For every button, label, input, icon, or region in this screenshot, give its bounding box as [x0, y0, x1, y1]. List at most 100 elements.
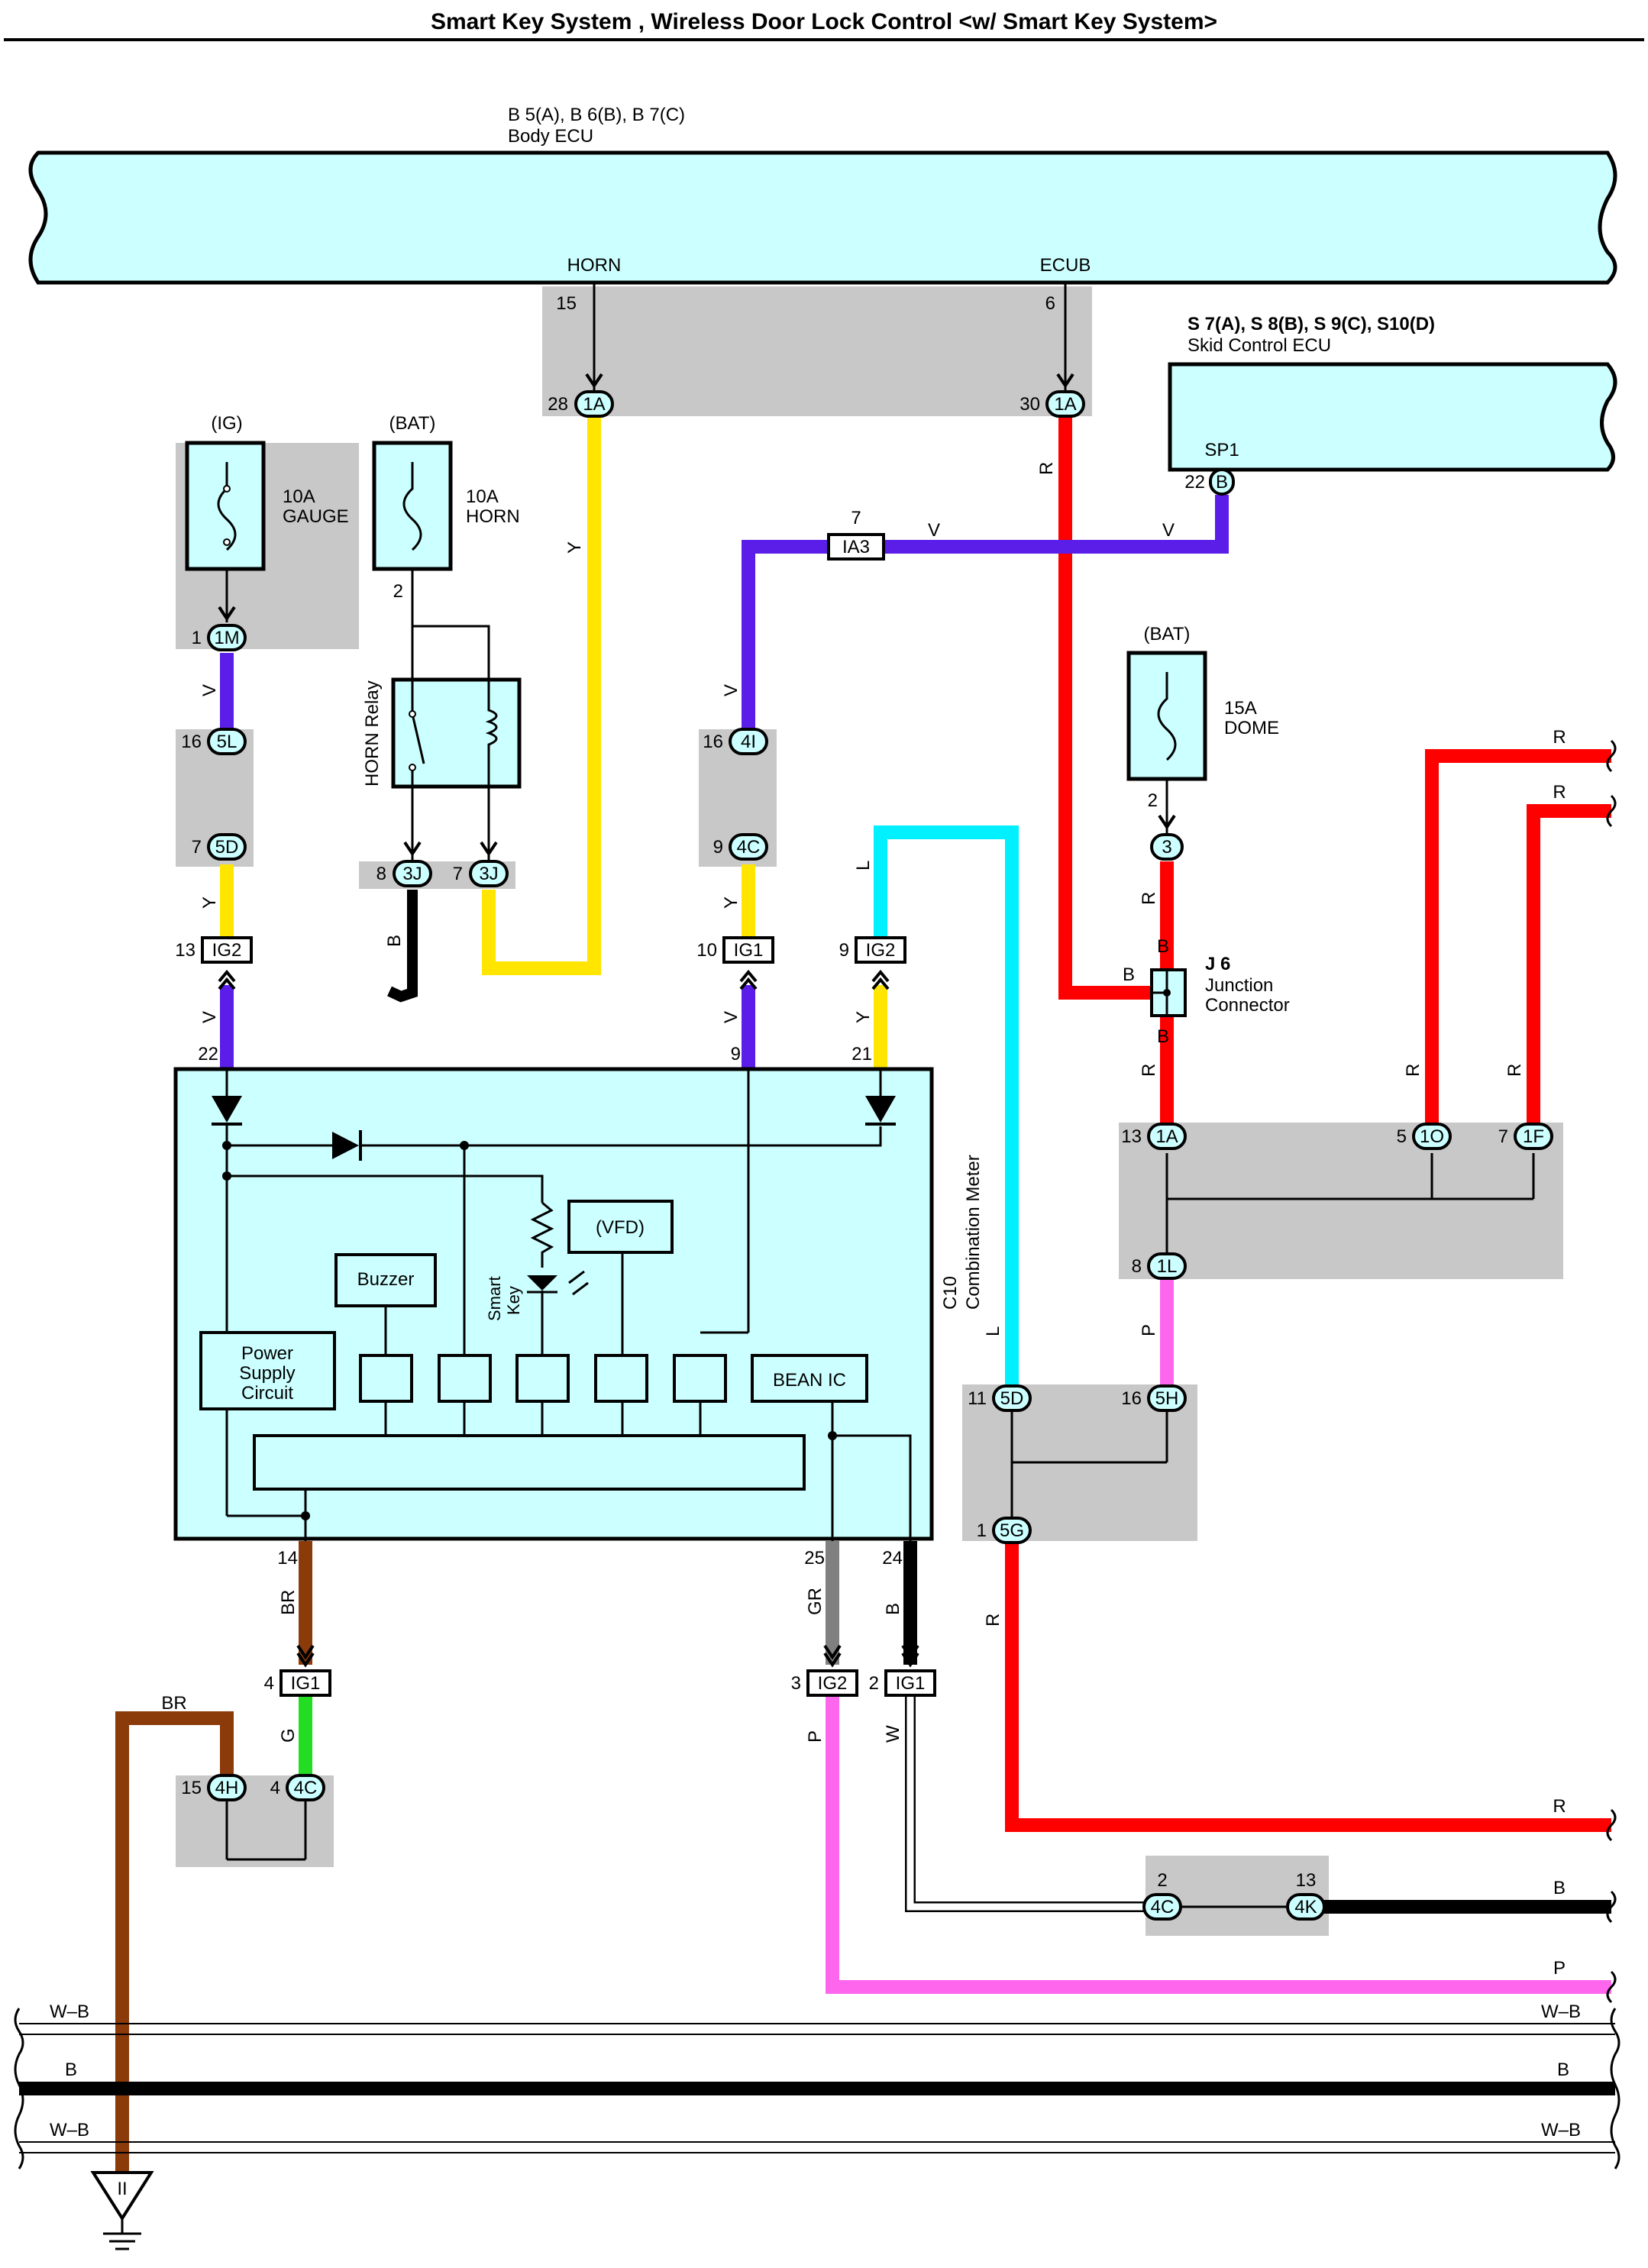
- wl-l-meter: L: [983, 1326, 1003, 1336]
- lbl-5D: 5D: [215, 837, 239, 858]
- pin-15: 15: [556, 293, 577, 314]
- pin-9-ig2: 9: [839, 940, 849, 961]
- lbl-1F: 1F: [1523, 1126, 1544, 1147]
- pin-10-ig1: 10: [696, 940, 717, 961]
- body-ecu-name: Body ECU: [508, 126, 593, 147]
- lbl-1M: 1M: [214, 628, 239, 648]
- lbl-1O: 1O: [1420, 1126, 1444, 1147]
- wire-w-outline: [905, 1695, 1165, 1912]
- lbl-3J-b: 3J: [479, 864, 498, 884]
- wl-y-5d: Y: [199, 897, 220, 909]
- wl-p-ig2: P: [805, 1730, 826, 1743]
- wl-b-24: B: [883, 1603, 903, 1615]
- wl-b-3j: B: [384, 935, 405, 947]
- pin-ecub-label: ECUB: [1040, 255, 1091, 276]
- lbl-IG1-a: IG1: [734, 940, 764, 961]
- inline-IG2-b: [855, 936, 906, 964]
- terminal-5D-b: [992, 1384, 1032, 1412]
- pin-8-3j: 8: [376, 864, 386, 884]
- wl-r-out3: R: [1553, 1796, 1566, 1817]
- wl-r-dome: R: [1139, 892, 1159, 905]
- pin-3-ig2: 3: [791, 1673, 801, 1694]
- pin-sp1-label: SP1: [1204, 440, 1239, 460]
- pill-connectors: [207, 390, 1553, 1921]
- inline-IG1-a: [722, 936, 774, 964]
- junction-pin-b-top: B: [1157, 936, 1169, 957]
- wl-r-j6: R: [1139, 1064, 1159, 1077]
- wl-p-1l: P: [1139, 1324, 1159, 1336]
- fuse-gauge-supply: (IG): [211, 413, 242, 434]
- lbl-5G: 5G: [1000, 1520, 1024, 1541]
- body-ecu-code: B 5(A), B 6(B), B 7(C): [508, 105, 685, 125]
- lbl-IG1-b: IG1: [291, 1673, 321, 1694]
- terminal-1A-horn: [574, 390, 614, 418]
- psu-label-2: Supply: [239, 1363, 295, 1384]
- lbl-IG2-a: IG2: [212, 940, 242, 961]
- pin-4-4c: 4: [270, 1778, 280, 1798]
- terminal-5L: [207, 728, 247, 755]
- wl-g-4c: G: [278, 1728, 299, 1743]
- pin-28: 28: [548, 394, 568, 415]
- junction-pin-b-left: B: [1123, 964, 1135, 985]
- pin-24-meter: 24: [882, 1548, 903, 1569]
- pin-2-horn: 2: [393, 581, 403, 602]
- pin-13-4k: 13: [1296, 1870, 1317, 1891]
- lbl-4K: 4K: [1294, 1897, 1317, 1917]
- skid-control-ecu: S 7(A), S 8(B), S 9(C), S10(D) Skid Cont…: [1168, 314, 1617, 472]
- wire-l-top: [874, 825, 1019, 1386]
- smart-key-label-1: Smart: [485, 1276, 504, 1321]
- lbl-1A-ecub: 1A: [1054, 394, 1076, 415]
- wl-r-1f: R: [1504, 1064, 1525, 1077]
- lbl-IG1-c: IG1: [896, 1673, 926, 1694]
- pin-30: 30: [1019, 394, 1040, 415]
- terminal-1A-j6: [1147, 1123, 1187, 1150]
- bus-b-right: B: [1557, 2060, 1569, 2080]
- lbl-5D-b: 5D: [1000, 1388, 1024, 1409]
- skid-ecu-code: S 7(A), S 8(B), S 9(C), S10(D): [1188, 314, 1435, 334]
- wl-br-gnd: BR: [161, 1693, 186, 1714]
- pin-16-4i: 16: [703, 732, 723, 752]
- pin-22-meter: 22: [198, 1044, 218, 1065]
- pin-21-meter: 21: [851, 1044, 872, 1065]
- fuse-dome: (BAT) 15A DOME: [1126, 624, 1279, 781]
- wl-y-4c: Y: [721, 897, 742, 909]
- wl-v-sp1: V: [1162, 520, 1175, 541]
- lbl-4C: 4C: [737, 837, 761, 858]
- psu-label-1: Power: [241, 1343, 293, 1364]
- terminal-4C: [729, 833, 768, 861]
- bus-wb1-left: W–B: [50, 2001, 89, 2022]
- wire-p-out: [826, 1695, 1611, 1994]
- inline-IG2-a: [201, 936, 253, 964]
- terminal-B-sp1: [1209, 468, 1235, 496]
- horn-relay: HORN Relay: [362, 677, 522, 789]
- lbl-1A-j6: 1A: [1155, 1126, 1178, 1147]
- wl-l-top: L: [853, 861, 874, 871]
- thin-wires: [225, 284, 1535, 1908]
- body-ecu: B 5(A), B 6(B), B 7(C) Body ECU HORN ECU…: [28, 105, 1617, 285]
- terminal-5D: [207, 833, 247, 861]
- buzzer-label: Buzzer: [357, 1269, 415, 1290]
- fuse-horn-supply: (BAT): [389, 413, 436, 434]
- pin-8-1l: 8: [1132, 1256, 1142, 1277]
- pin-11-5d: 11: [968, 1388, 987, 1409]
- lbl-4C-c: 4C: [1151, 1897, 1175, 1917]
- lbl-3J-a: 3J: [402, 864, 422, 884]
- terminal-1O: [1412, 1123, 1452, 1150]
- lbl-IG2-c: IG2: [818, 1673, 848, 1694]
- fuse-dome-name: DOME: [1224, 718, 1279, 738]
- wire-br-gnd: [115, 1711, 234, 2173]
- pin-6: 6: [1045, 293, 1055, 314]
- junction-code: J 6: [1205, 954, 1230, 974]
- bus-b-left: B: [65, 2060, 77, 2080]
- psu-label-3: Circuit: [241, 1383, 293, 1404]
- lbl-4I: 4I: [741, 732, 756, 752]
- wl-b-4k: B: [1553, 1878, 1566, 1898]
- pin-15-4h: 15: [181, 1778, 202, 1798]
- fuse-horn-name: HORN: [466, 506, 520, 527]
- lbl-4H: 4H: [215, 1778, 239, 1798]
- wire-color-labels: Y R V V V Y V B V Y V L Y R R R R R R L …: [50, 462, 1581, 2140]
- bus-wb1-right: W–B: [1541, 2001, 1581, 2022]
- lbl-5H: 5H: [1155, 1388, 1179, 1409]
- terminal-4I: [729, 728, 768, 755]
